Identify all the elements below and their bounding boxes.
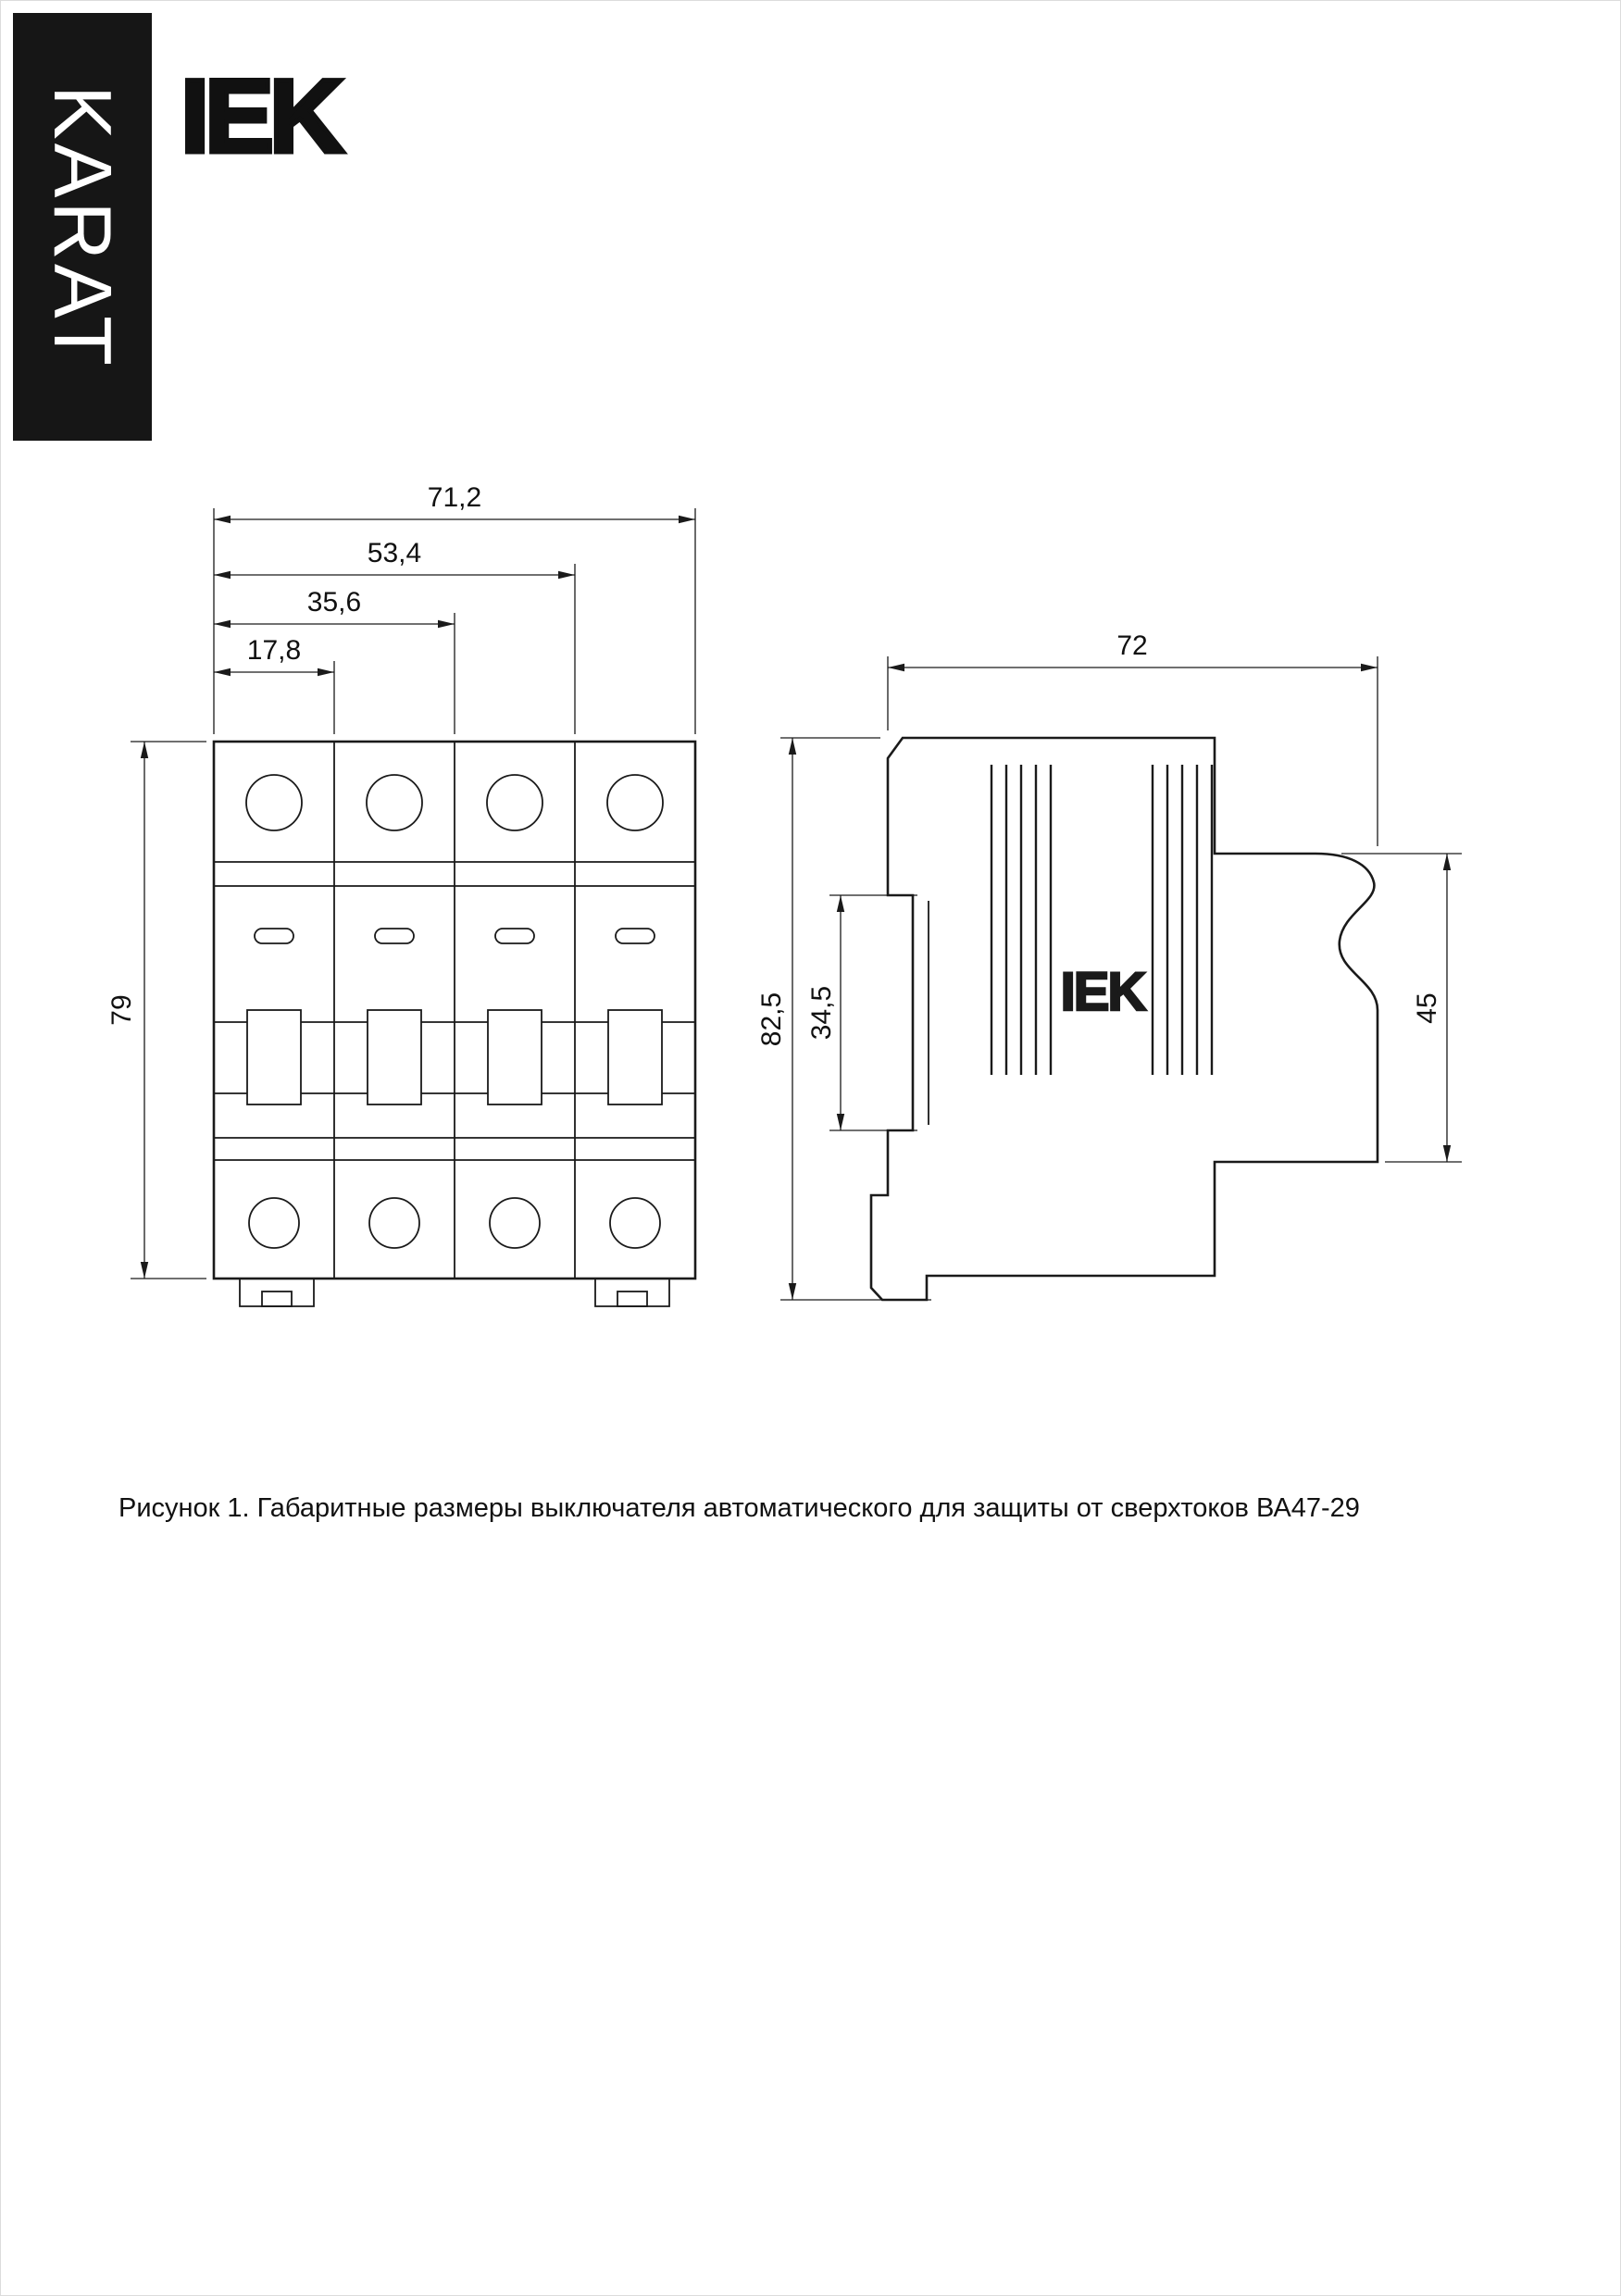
top-terminal-screws (245, 774, 664, 831)
vent-slots-right (1151, 765, 1214, 1075)
dim-label-front-height: 79 (106, 994, 137, 1025)
dim-label-width-3p: 53,4 (368, 538, 421, 568)
bottom-terminal-screws (248, 1197, 661, 1249)
karat-banner-label: KARAT (37, 84, 129, 369)
side-iek-logo: IEK (1061, 962, 1147, 1022)
dim-side-height-total: 82,5 (756, 737, 931, 1301)
dim-din-recess: 34,5 (806, 894, 917, 1131)
dim-label-width-2p: 35,6 (307, 587, 361, 618)
din-rail-clips (239, 1279, 670, 1307)
iek-logo: IEK (179, 62, 347, 170)
side-profile-outline (869, 736, 1379, 1302)
dim-front-widths: 71,2 53,4 35,6 17,8 (213, 482, 696, 734)
dim-label-side-width: 72 (1116, 630, 1147, 661)
dim-label-width-1p: 17,8 (247, 635, 301, 666)
vent-slots-left (990, 765, 1053, 1075)
side-view: IEK 72 82,5 34,5 (756, 630, 1462, 1302)
dim-label-width-total: 71,2 (428, 482, 481, 513)
iek-logo-text: IEK (179, 58, 347, 174)
toggle-handle-band (214, 1009, 695, 1105)
front-view: 79 71,2 53,4 35,6 17,8 (106, 482, 697, 1307)
toggle-handle (487, 1009, 542, 1105)
karat-banner: KARAT (13, 13, 152, 441)
dim-side-width: 72 (887, 630, 1378, 846)
dim-front-height: 79 (106, 741, 206, 1279)
dim-label-side-height-total: 82,5 (756, 992, 787, 1046)
figure-caption: Рисунок 1. Габаритные размеры выключател… (118, 1493, 1360, 1523)
technical-drawing: 79 71,2 53,4 35,6 17,8 (106, 482, 1462, 1307)
dim-label-front-face: 45 (1412, 992, 1442, 1023)
marking-windows (254, 928, 655, 944)
dim-front-face: 45 (1341, 853, 1462, 1163)
toggle-handle (246, 1009, 302, 1105)
dim-label-din-recess: 34,5 (806, 986, 837, 1040)
toggle-handle (607, 1009, 663, 1105)
module-separators (333, 742, 576, 1279)
toggle-handle (367, 1009, 422, 1105)
